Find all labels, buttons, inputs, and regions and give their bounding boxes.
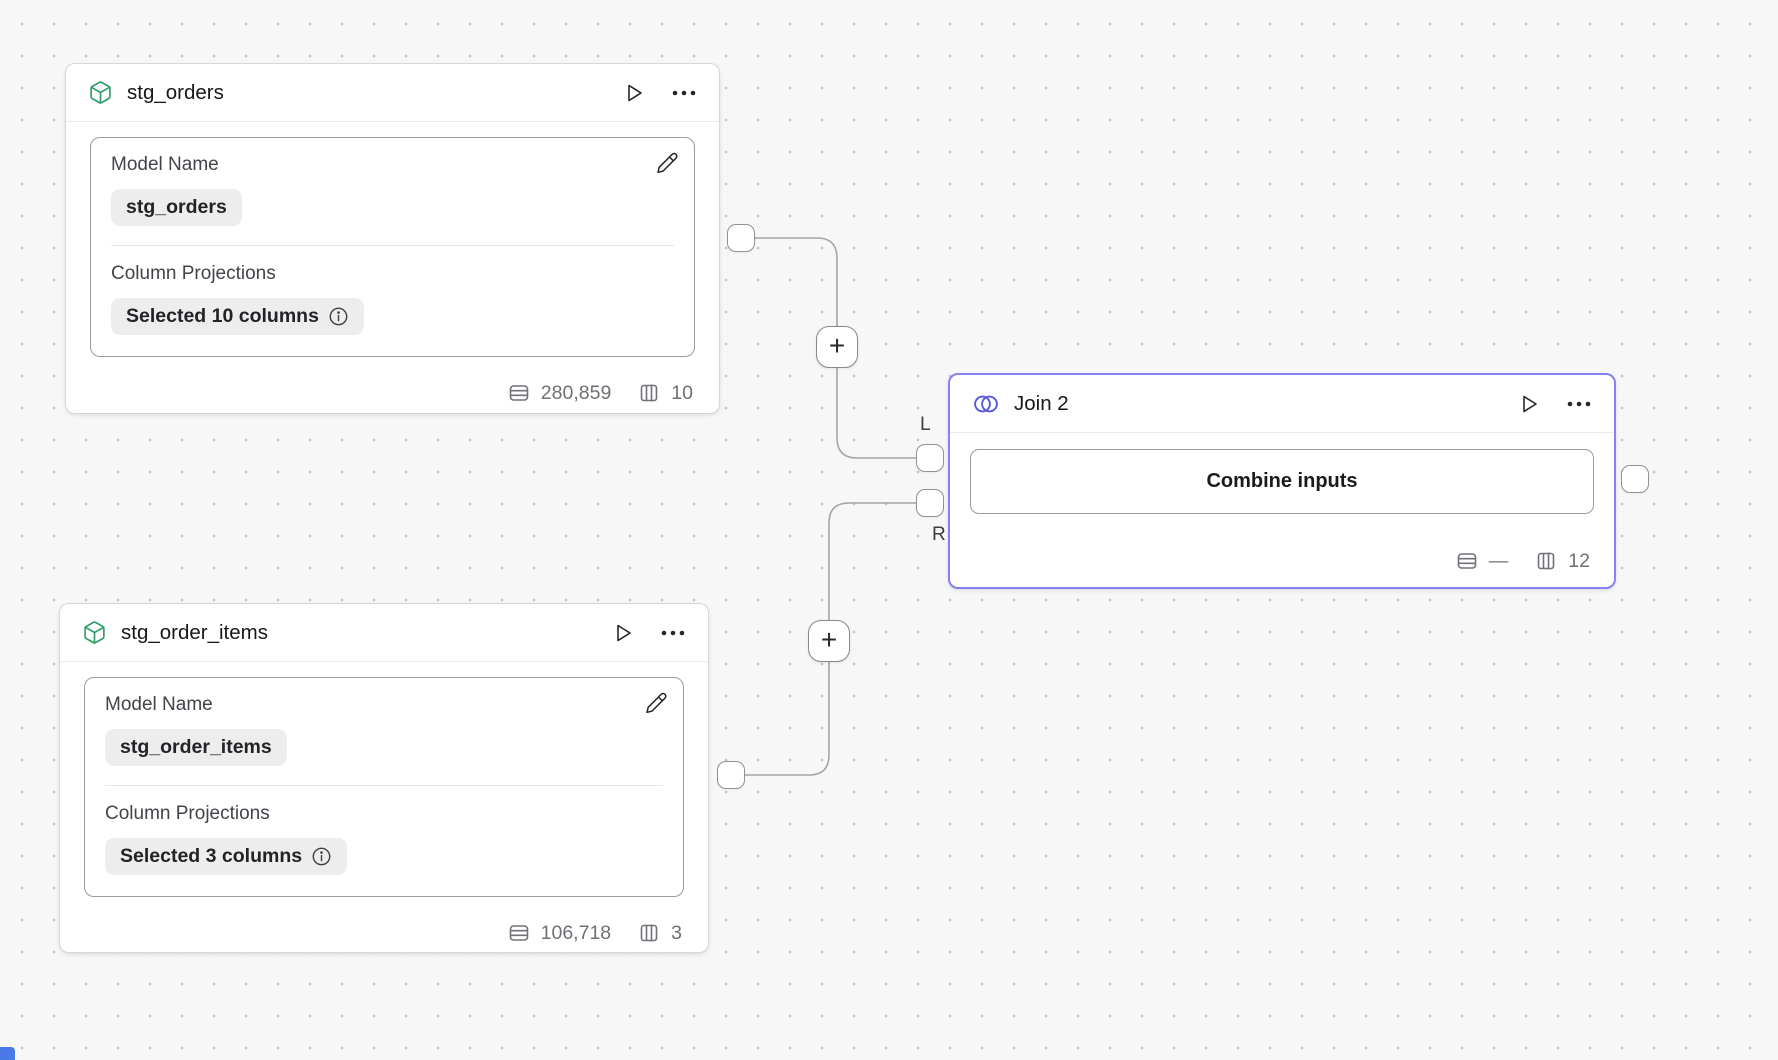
column-projections-badge[interactable]: Selected 10 columns (111, 298, 364, 335)
node-header: stg_orders (66, 64, 719, 122)
column-count-stat: 3 (637, 921, 682, 945)
play-icon[interactable] (1517, 392, 1541, 416)
model-name-badge[interactable]: stg_order_items (105, 729, 287, 766)
rows-icon (507, 921, 531, 945)
column-projections-label: Column Projections (105, 803, 270, 824)
column-projections-badge[interactable]: Selected 3 columns (105, 838, 348, 875)
column-projections-label: Column Projections (111, 263, 276, 284)
column-count-value: 10 (671, 381, 693, 404)
row-count-value: 106,718 (540, 921, 612, 944)
port-join-input-left[interactable] (916, 444, 944, 472)
add-step-button-upper-edge[interactable]: + (816, 326, 858, 368)
node-stats: — 12 (950, 531, 1614, 587)
port-stg-order-items-output[interactable] (717, 761, 745, 789)
column-count-stat: 12 (1534, 549, 1590, 573)
column-projections-value: Selected 10 columns (126, 305, 319, 327)
card-divider (105, 785, 663, 786)
join-left-input-label: L (920, 414, 931, 435)
rows-icon (1455, 549, 1479, 573)
columns-icon (637, 921, 661, 945)
ellipsis-icon[interactable] (1566, 400, 1592, 408)
model-name-label: Model Name (105, 694, 213, 715)
clipped-blue-node-fragment (0, 1047, 15, 1060)
node-stats: 280,859 10 (66, 357, 719, 423)
port-join-input-right[interactable] (916, 489, 944, 517)
column-projections-value: Selected 3 columns (120, 845, 303, 867)
node-title: Join 2 (1014, 391, 1069, 415)
node-config-card: Model Name stg_order_items Column Projec… (84, 677, 684, 897)
node-stg-orders[interactable]: stg_orders Model Name stg_orders Column … (65, 63, 720, 414)
columns-icon (1534, 549, 1558, 573)
model-name-value: stg_order_items (120, 736, 272, 758)
edit-icon[interactable] (655, 151, 679, 175)
cube-icon (88, 80, 113, 105)
node-header: Join 2 (950, 375, 1614, 433)
row-count-value: 280,859 (540, 381, 612, 404)
column-count-stat: 10 (637, 381, 693, 405)
column-count-value: 12 (1568, 549, 1590, 572)
node-header: stg_order_items (60, 604, 708, 662)
port-join-output[interactable] (1621, 465, 1649, 493)
card-divider (111, 245, 674, 246)
row-count-stat: — (1455, 549, 1509, 573)
model-name-badge[interactable]: stg_orders (111, 189, 242, 226)
ellipsis-icon[interactable] (671, 89, 697, 97)
join-icon (972, 392, 1000, 416)
column-count-value: 3 (671, 921, 682, 944)
row-count-stat: 106,718 (507, 921, 612, 945)
add-step-button-lower-edge[interactable]: + (808, 620, 850, 662)
node-stats: 106,718 3 (60, 897, 708, 963)
node-config-card: Model Name stg_orders Column Projections… (90, 137, 695, 357)
join-right-input-label: R (932, 524, 946, 545)
play-icon[interactable] (611, 621, 635, 645)
info-icon[interactable] (311, 846, 332, 867)
row-count-stat: 280,859 (507, 381, 612, 405)
port-stg-orders-output[interactable] (727, 224, 755, 252)
columns-icon (637, 381, 661, 405)
edit-icon[interactable] (644, 691, 668, 715)
cube-icon (82, 620, 107, 645)
node-title: stg_order_items (121, 620, 268, 644)
play-icon[interactable] (622, 81, 646, 105)
combine-inputs-button[interactable]: Combine inputs (970, 449, 1594, 514)
node-join-2[interactable]: Join 2 Combine inputs — (948, 373, 1616, 589)
rows-icon (507, 381, 531, 405)
row-count-value: — (1488, 549, 1509, 572)
info-icon[interactable] (328, 306, 349, 327)
model-name-value: stg_orders (126, 196, 227, 218)
ellipsis-icon[interactable] (660, 629, 686, 637)
model-name-label: Model Name (111, 154, 219, 175)
node-stg-order-items[interactable]: stg_order_items Model Name stg_order_ite… (59, 603, 709, 953)
node-title: stg_orders (127, 80, 224, 104)
